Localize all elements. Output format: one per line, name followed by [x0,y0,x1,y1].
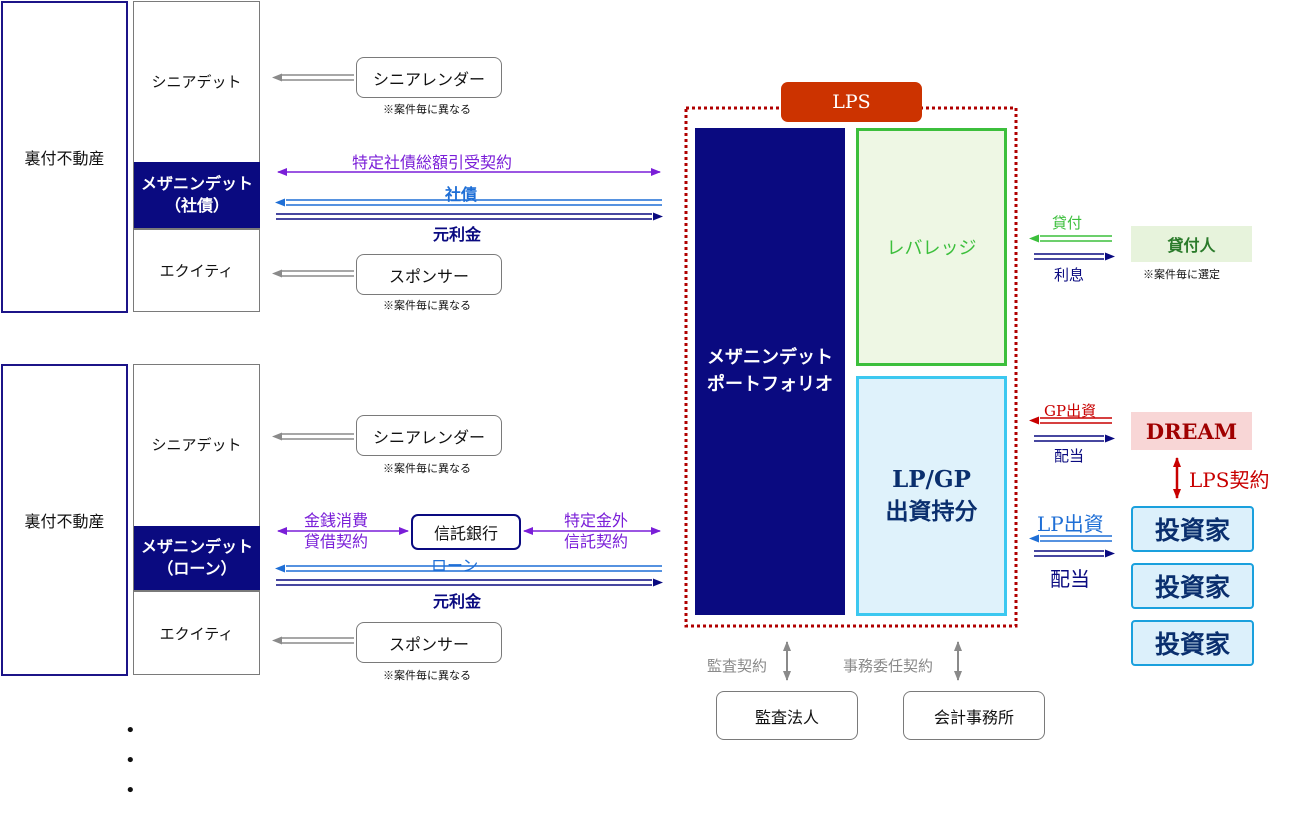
trust-contract-line2: 信託契約 [563,531,628,551]
investor-label: 投資家 [1154,516,1230,545]
auditor-box: 監査法人 [716,691,858,740]
senior-lender-note-bottom: ※案件毎に異なる [383,462,471,475]
ellipsis-dot: • [125,750,136,771]
portfolio-line1: メザニンデット [707,347,833,369]
arrow-senior-lender-top [272,73,354,82]
trust-bank: 信託銀行 [411,514,521,550]
loan-label: ローン [431,556,479,575]
mezz-debt-bottom: メザニンデット （ローン） [134,526,260,590]
arrow-interest [1034,252,1115,261]
asset-label: 裏付不動産 [24,149,105,168]
equity-top: エクイティ [134,245,259,295]
mezz-portfolio: メザニンデット ポートフォリオ [695,128,845,615]
mezz-debt-type: （社債） [164,196,229,215]
loan-contract-line2: 貸借契約 [303,531,368,551]
admin-contract-label: 事務委任契約 [843,657,934,675]
senior-lender-note-top: ※案件毎に異なる [383,103,471,116]
lpgp-equity-box: LP/GP 出資持分 [856,376,1007,616]
trust-bank-label: 信託銀行 [433,524,498,543]
mezz-debt-label: メザニンデット [140,537,253,557]
loan-contract-line1: 金銭消費 [303,511,368,530]
interest-label: 利息 [1054,266,1085,284]
arrow-senior-lender-bottom [272,432,354,441]
mezz-debt-type: （ローン） [157,559,237,578]
investor-label: 投資家 [1154,630,1230,659]
sponsor-top: スポンサー [356,254,502,295]
senior-lender-top: シニアレンダー [356,57,502,98]
senior-debt-label: シニアデット [151,72,242,91]
arrow-gp-dist [1034,434,1115,443]
senior-lender-bottom: シニアレンダー [356,415,502,456]
investor-box: 投資家 [1131,506,1254,552]
lender-box: 貸付人 [1131,226,1252,262]
arrow-lp [1029,534,1112,543]
investor-label: 投資家 [1154,573,1230,602]
lps-tag: LPS [781,82,922,122]
gp-dist-label: 配当 [1054,447,1085,465]
sponsor-label: スポンサー [388,634,469,654]
arrow-sponsor-top [272,269,354,278]
principal-label-top: 元利金 [433,225,482,244]
loan-contract-label: 金銭消費 貸借契約 [288,511,384,553]
lend-label: 貸付 [1052,214,1083,232]
investor-box: 投資家 [1131,620,1254,666]
arrow-lp-dist [1034,549,1115,558]
auditor-label: 監査法人 [754,707,819,727]
senior-lender-label: シニアレンダー [372,427,485,447]
trust-contract-line1: 特定金外 [563,511,628,530]
accounting-firm-box: 会計事務所 [903,691,1045,740]
ellipsis-dot: • [125,780,136,801]
audit-contract-label: 監査契約 [707,657,768,675]
senior-debt-label: シニアデット [151,435,242,454]
senior-lender-label: シニアレンダー [372,69,485,89]
leverage-label: レバレッジ [886,238,977,259]
sponsor-label: スポンサー [388,266,469,286]
senior-debt-bottom: シニアデット [134,413,259,475]
lender-note: ※案件毎に選定 [1143,268,1220,281]
sponsor-note-top: ※案件毎に異なる [383,299,471,312]
arrow-sponsor-bottom [272,636,354,645]
investor-box: 投資家 [1131,563,1254,609]
lp-dist-label: 配当 [1050,567,1090,591]
equity-line1: LP/GP [892,465,971,493]
arrow-lend [1029,234,1112,243]
capital-stack-top [133,1,260,312]
divider [134,228,259,230]
divider [134,590,259,592]
capital-stack-bottom [133,364,260,675]
lp-label: LP出資 [1037,512,1104,536]
mezz-debt-top: メザニンデット （社債） [134,162,260,228]
senior-debt-top: シニアデット [134,50,259,112]
sponsor-note-bottom: ※案件毎に異なる [383,669,471,682]
principal-label-bottom: 元利金 [433,592,482,611]
lender-label: 貸付人 [1167,236,1216,255]
portfolio-line2: ポートフォリオ [707,373,833,395]
equity-bottom: エクイティ [134,608,259,658]
accounting-firm-label: 会計事務所 [933,707,1014,727]
mezz-debt-label: メザニンデット [140,174,253,194]
lps-contract-label: LPS契約 [1189,468,1270,492]
equity-label: エクイティ [159,624,234,643]
sponsor-bottom: スポンサー [356,622,502,663]
arrow-loan [275,564,662,573]
lps-tag-label: LPS [832,91,871,113]
ellipsis-dot: • [125,720,136,741]
equity-line2: 出資持分 [885,498,978,525]
asset-box-bottom: 裏付不動産 [1,364,128,676]
asset-box-top: 裏付不動産 [1,1,128,313]
dream-label: DREAM [1145,418,1238,444]
arrow-gp [1029,416,1112,425]
leverage-box: レバレッジ [856,128,1007,366]
trust-contract-label: 特定金外 信託契約 [548,511,644,553]
arrow-principal-top [276,212,663,221]
equity-label: エクイティ [159,261,234,280]
bond-label: 社債 [445,185,478,204]
dream-box: DREAM [1131,412,1252,450]
arrow-principal-bottom [276,578,663,587]
bond-contract-label: 特定社債総額引受契約 [352,153,513,172]
asset-label: 裏付不動産 [24,512,105,531]
gp-label: GP出資 [1044,402,1097,420]
arrow-bond [275,198,662,207]
